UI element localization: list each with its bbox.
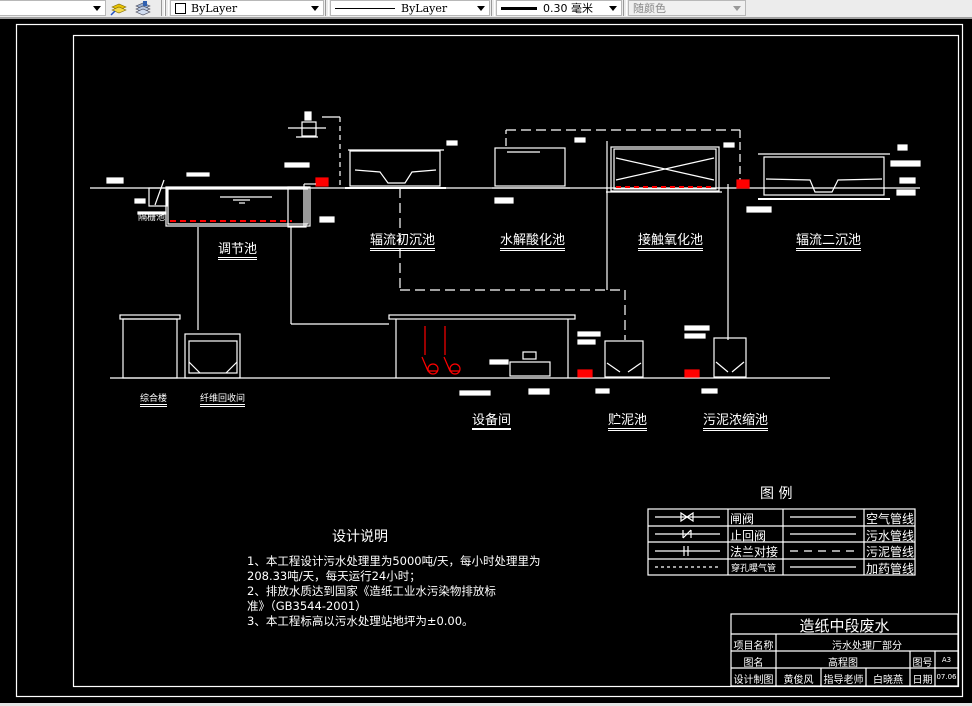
equipment-room [291, 314, 576, 396]
contact-oxidation-tank [606, 141, 750, 290]
legend-table [647, 508, 916, 576]
tank-label: 调节池 [218, 238, 258, 260]
tank-label: 辐流初沉池 [370, 229, 436, 251]
legend-line-label: 空气管线 [866, 512, 915, 526]
toolbar-separator [623, 0, 627, 16]
drawing-canvas[interactable]: 隔栅池 调节池 辐流初沉池 水解酸化池 接触氧化池 辐流二沉池 综合楼 纤维回收… [0, 19, 972, 703]
advisor-label: 指导老师 [823, 675, 864, 686]
office-building [119, 314, 181, 379]
drawing-number-value: A3 [941, 656, 952, 664]
toolbar-separator [161, 0, 165, 16]
toolbar-separator [165, 0, 169, 16]
tank-label: 接触氧化池 [638, 229, 704, 251]
designer-label: 设计制图 [733, 675, 774, 686]
chevron-down-icon [477, 6, 485, 11]
lineweight-preview [501, 6, 537, 10]
plotstyle-combo: 随颜色 [628, 0, 746, 16]
color-combo-value: ByLayer [191, 1, 238, 15]
drawing-name-value: 高程图 [828, 658, 858, 669]
legend-line-label: 污泥管线 [866, 545, 915, 559]
tank-label: 设备间 [472, 409, 512, 430]
equalization-tank [165, 162, 335, 330]
color-swatch [175, 2, 186, 14]
toolbar-separator [491, 0, 495, 16]
legend-symbol-label: 穿孔曝气管 [731, 564, 777, 574]
legend-symbol-label: 止回阀 [730, 529, 767, 543]
sludge-thickener-tank [684, 325, 747, 394]
layer-states-icon[interactable] [134, 0, 152, 16]
plotstyle-combo-value: 随颜色 [633, 2, 666, 15]
layer-combo-tail[interactable] [0, 0, 106, 16]
chevron-down-icon [733, 6, 741, 11]
tank-label: 污泥浓缩池 [703, 409, 769, 431]
linetype-combo-value: ByLayer [401, 1, 448, 15]
tank-label: 隔栅池 [138, 213, 166, 223]
linetype-preview [335, 7, 395, 9]
lineweight-combo-value: 0.30 毫米 [543, 2, 593, 15]
color-combo[interactable]: ByLayer [170, 0, 324, 16]
note-line: 准》（GB3544-2001） [247, 599, 367, 613]
secondary-clarifier [727, 144, 921, 340]
designer-value: 黄俊风 [783, 675, 814, 686]
legend-title: 图 例 [760, 486, 793, 502]
advisor-value: 白晓燕 [873, 675, 903, 686]
notes-title: 设计说明 [332, 529, 388, 545]
hydrolysis-tank [400, 129, 741, 340]
drawing-name-label: 图名 [743, 658, 764, 669]
note-line: 1、本工程设计污水处理里为5000吨/天，每小时处理里为 [247, 554, 541, 568]
date-label: 日期 [912, 675, 933, 686]
legend-line-label: 污水管线 [866, 529, 915, 543]
tank-label: 综合楼 [140, 391, 168, 407]
legend-line-label: 加药管线 [866, 562, 915, 576]
toolbar-separator [325, 0, 329, 16]
title-block-title: 造纸中段废水 [799, 617, 890, 635]
chevron-down-icon [609, 6, 617, 11]
lineweight-combo[interactable]: 0.30 毫米 [496, 0, 622, 16]
primary-clarifier [345, 140, 458, 290]
tank-label: 水解酸化池 [500, 229, 566, 251]
properties-toolbar: ByLayer ByLayer 0.30 毫米 随颜色 [0, 0, 972, 19]
note-line: 208.33吨/天，每天运行24小时； [247, 569, 421, 583]
title-block-lines [730, 613, 959, 687]
canvas-bottom-edge [0, 703, 972, 706]
project-name-value: 污水处理厂部分 [832, 641, 902, 652]
note-line: 3、本工程标高以污水处理站地坪为±0.00。 [247, 614, 474, 628]
dosing-unit [288, 111, 341, 226]
legend-symbol-label: 闸阀 [730, 512, 755, 526]
legend-symbol-label: 法兰对接 [730, 545, 779, 559]
layer-previous-icon[interactable] [110, 0, 128, 16]
tank-label: 辐流二沉池 [796, 229, 862, 251]
inner-frame [72, 34, 960, 688]
outer-frame [15, 23, 964, 698]
project-name-label: 项目名称 [733, 641, 774, 652]
fiber-recovery-building [184, 333, 241, 379]
linetype-combo[interactable]: ByLayer [330, 0, 490, 16]
drawing-number-label: 图号 [912, 658, 933, 669]
sludge-storage-tank [577, 331, 644, 394]
tank-label: 贮泥池 [608, 409, 648, 431]
date-value: 07.06 [936, 673, 957, 681]
note-line: 2、排放水质达到国家《造纸工业水污染物排放标 [247, 584, 496, 598]
notes-body: 1、本工程设计污水处理里为5000吨/天，每小时处理里为 208.33吨/天，每… [247, 554, 540, 629]
tank-label: 纤维回收间 [200, 391, 246, 407]
chevron-down-icon [311, 6, 319, 11]
